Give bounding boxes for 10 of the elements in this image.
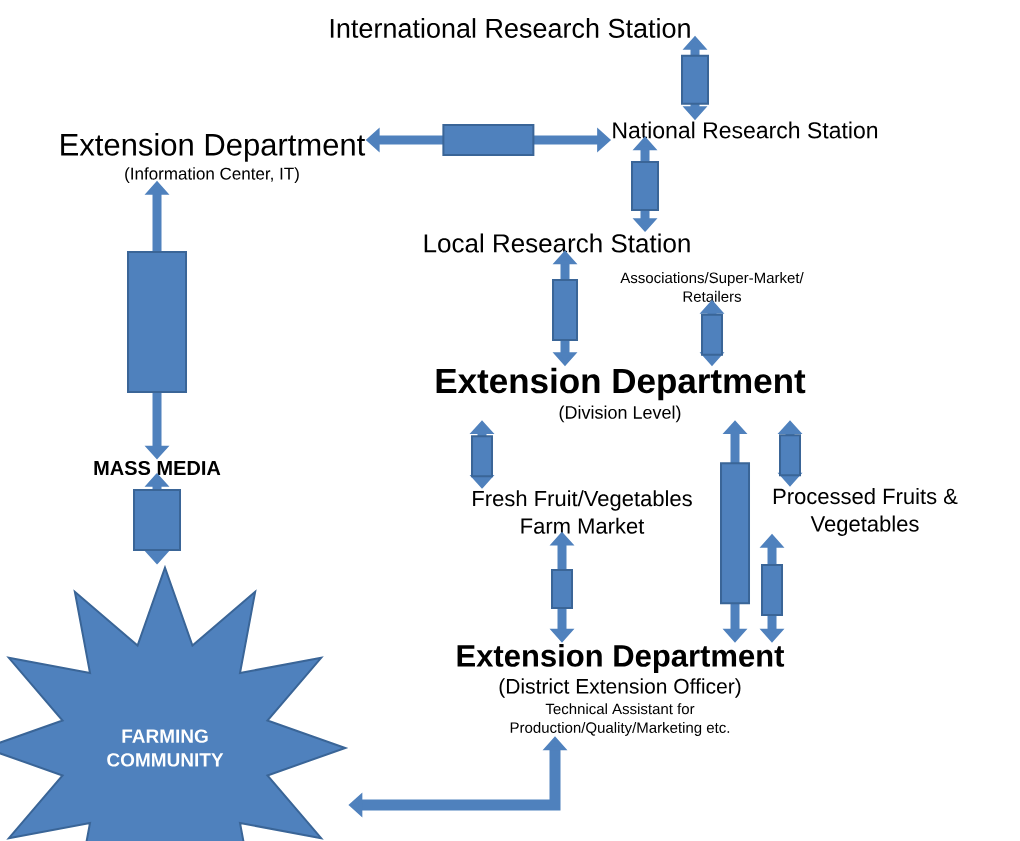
- market-label: Processed Fruits & Vegetables: [773, 488, 958, 536]
- outlet-label: Associations/Super-Market/ Retailers: [620, 272, 804, 302]
- station-label: International Research Station: [330, 18, 690, 38]
- media-label: MASS MEDIA: [94, 460, 221, 476]
- department-label: Extension Department (District Extension Officer) Technical Assistant for Production/Quality/Marketing etc.: [457, 644, 785, 736]
- station-label: National Research Station: [613, 121, 878, 139]
- department-label: Extension Department (Division Level): [436, 367, 806, 423]
- department-label: Extension Department (Information Center, IT): [61, 132, 366, 183]
- station-label: Local Research Station: [424, 233, 690, 253]
- market-label: Fresh Fruit/Vegetables Farm Market: [473, 490, 692, 534]
